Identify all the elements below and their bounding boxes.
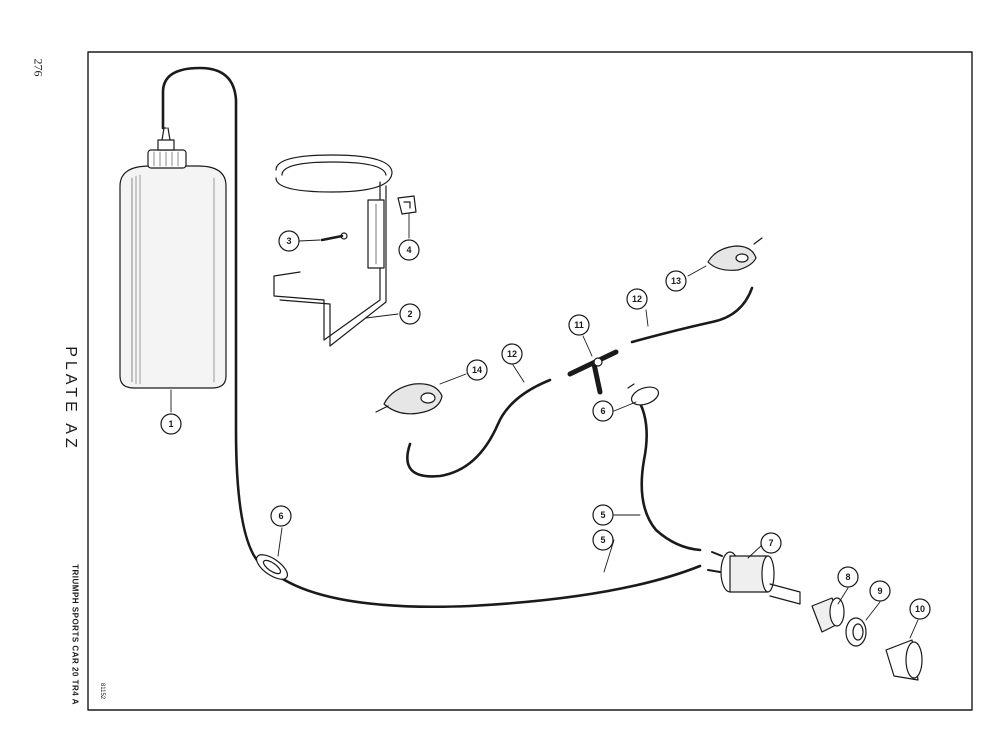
leader-lines: [170, 213, 919, 639]
t-piece-connector: [567, 349, 619, 395]
callout-12-left: 12: [507, 349, 517, 359]
sealing-ring: [845, 617, 867, 647]
jet-nozzle-left: [375, 383, 443, 415]
jet-nozzle-right: [707, 237, 763, 271]
callout-3: 3: [286, 236, 291, 246]
callout-14: 14: [472, 365, 482, 375]
short-tube-right: [630, 286, 754, 344]
short-tube-left: [406, 378, 552, 478]
callout-5-upper: 5: [600, 510, 605, 520]
grommet-upper: [627, 383, 660, 406]
callout-circles: [160, 230, 931, 620]
callout-5-lower: 5: [600, 535, 605, 545]
fixing-screw: [320, 232, 348, 242]
callout-1: 1: [168, 419, 173, 429]
callout-12-right: 12: [632, 294, 642, 304]
washer-bottle: [119, 127, 227, 389]
bottle-carrier-bracket: [273, 154, 393, 347]
callout-7: 7: [768, 538, 773, 548]
callout-6-lower: 6: [278, 511, 283, 521]
callout-4: 4: [406, 245, 411, 255]
spring-clip: [397, 195, 417, 215]
callout-8: 8: [845, 572, 850, 582]
grommet-lower: [255, 554, 289, 580]
pump-assembly: [707, 551, 801, 605]
callout-2: 2: [407, 309, 412, 319]
plate-border: [87, 51, 973, 711]
jet-nozzle-ferrule: [885, 639, 923, 681]
union-nut: [811, 597, 845, 633]
callout-10: 10: [915, 604, 925, 614]
jet-supply-tubes: [634, 394, 702, 552]
main-washer-tube: [161, 66, 702, 609]
callout-11: 11: [574, 320, 584, 330]
callout-13: 13: [671, 276, 681, 286]
callout-6-upper: 6: [600, 406, 605, 416]
callout-9: 9: [877, 586, 882, 596]
